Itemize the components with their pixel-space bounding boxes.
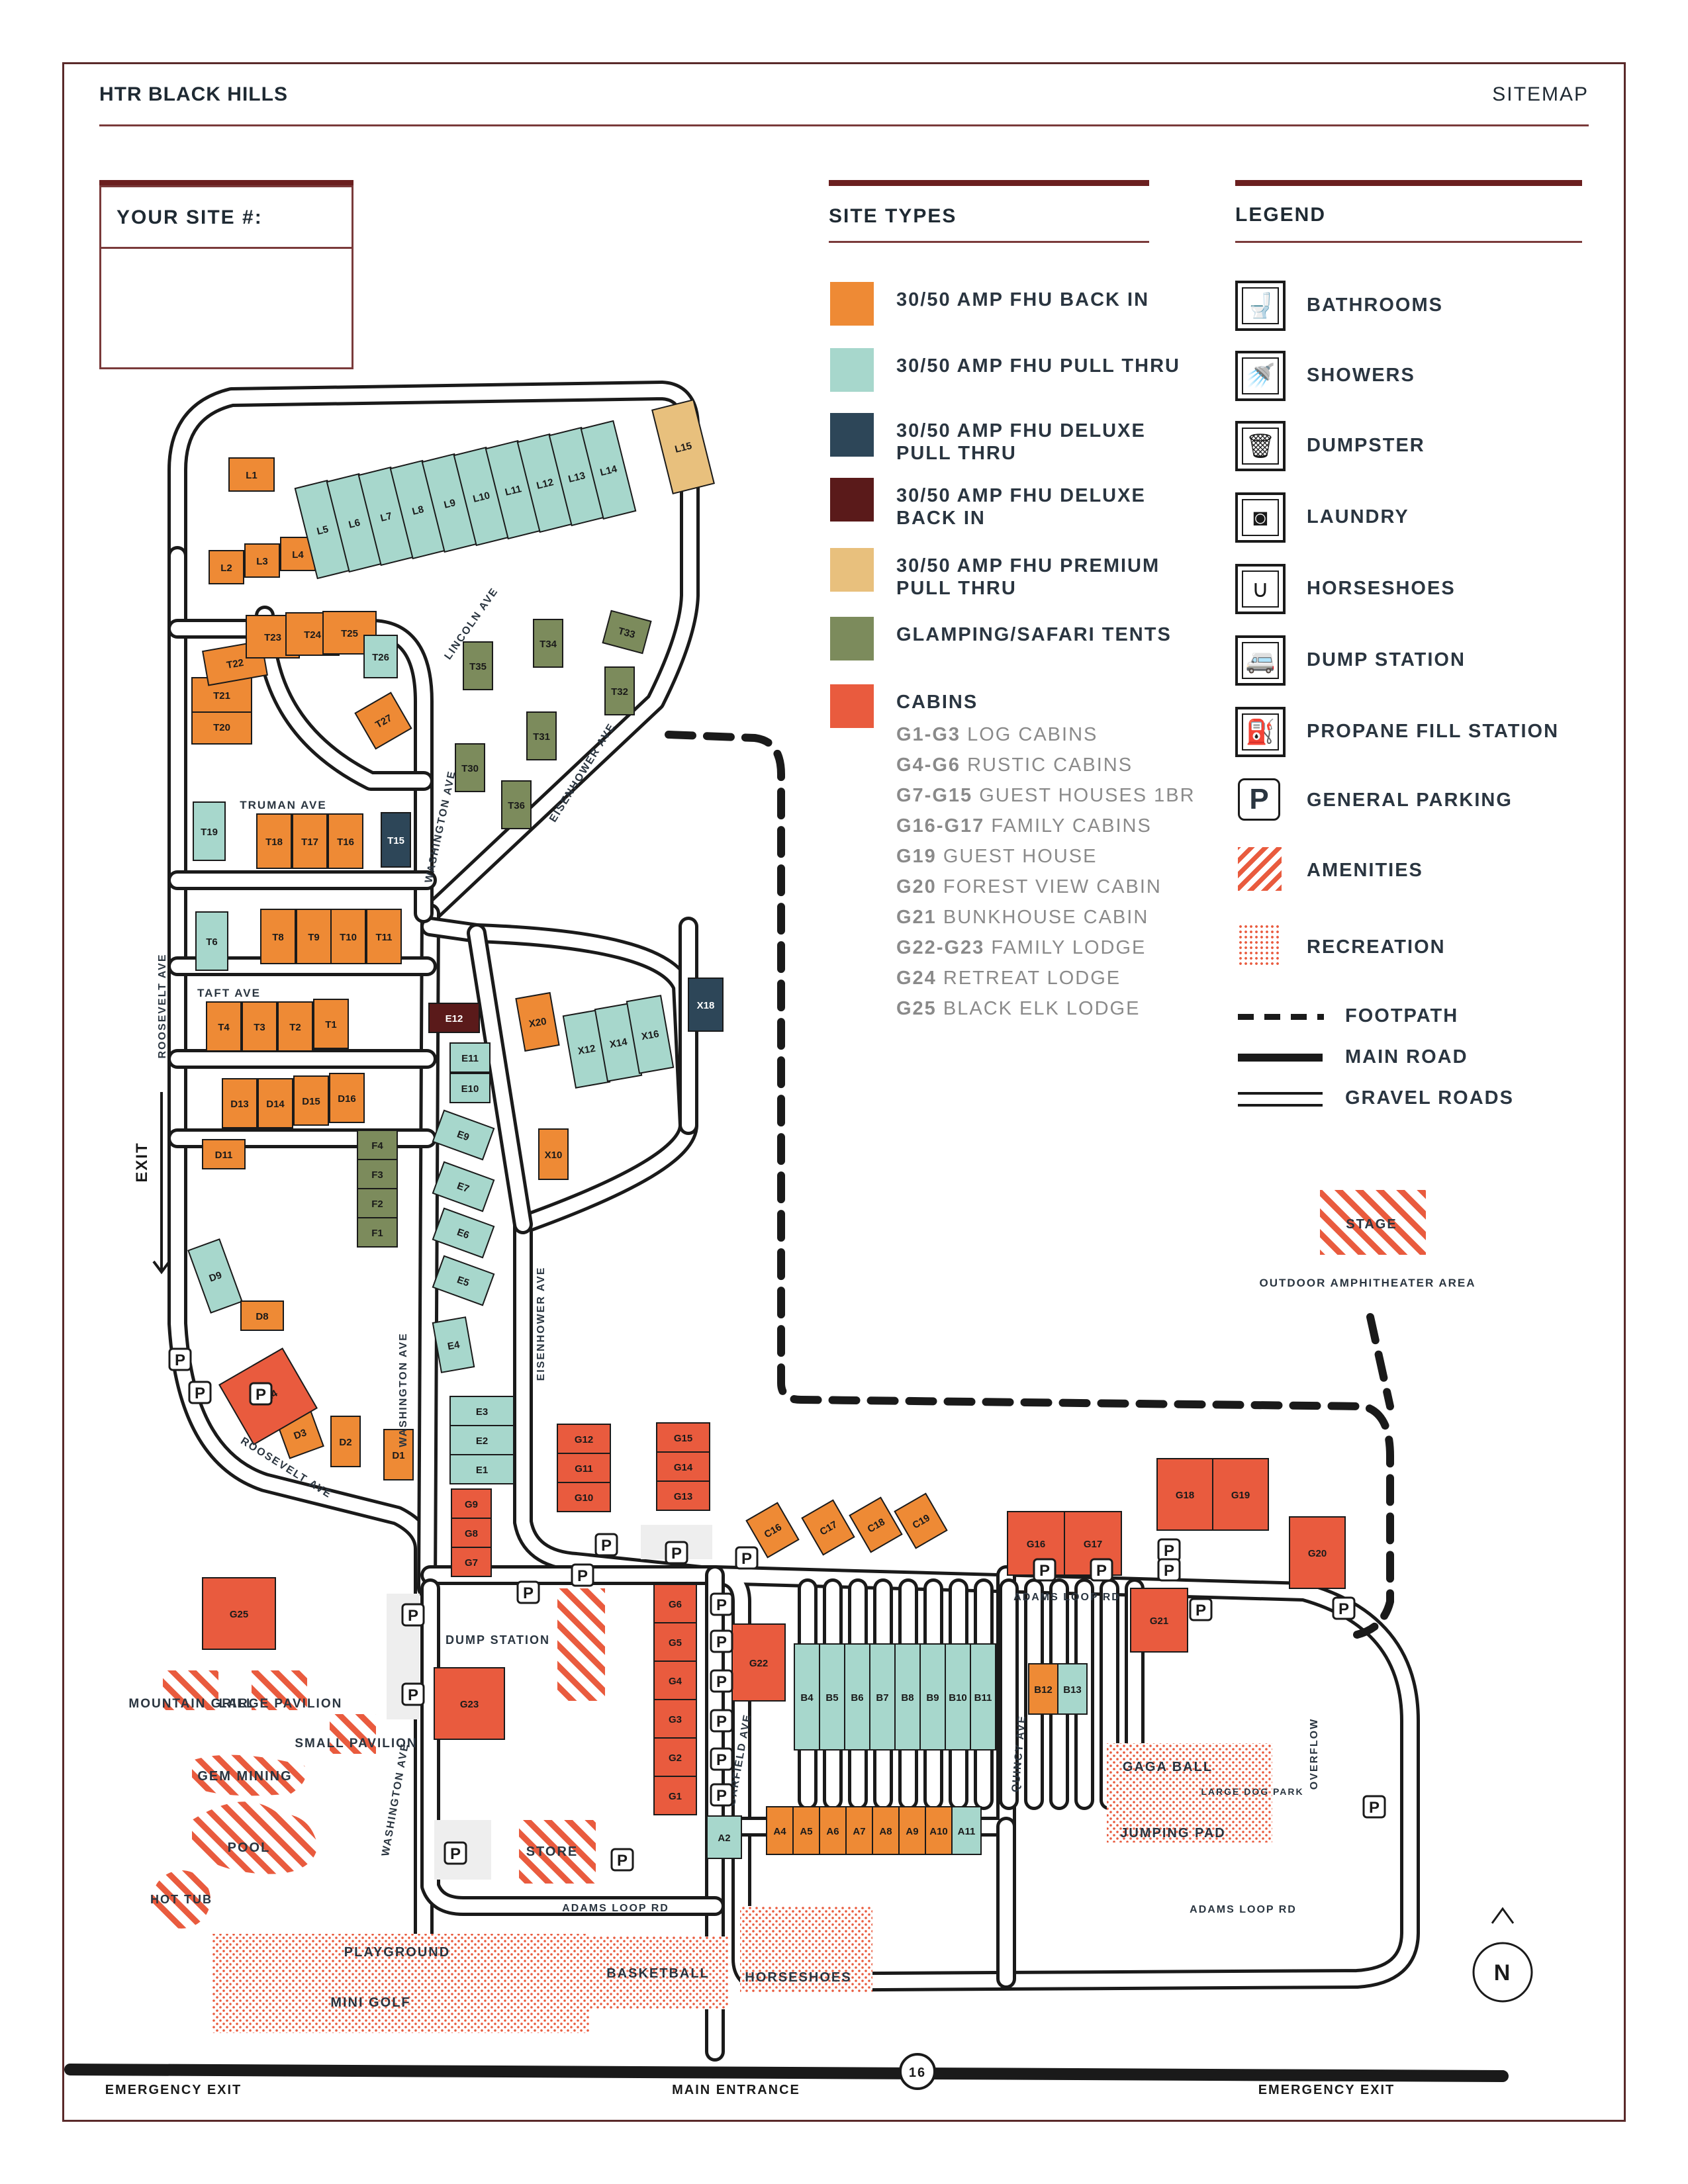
page-subtitle: SITEMAP [1492,83,1589,105]
site-type-label-6: GLAMPING/SAFARI TENTS [896,624,1172,645]
cabin-type-2: G4-G6 RUSTIC CABINS [896,754,1133,776]
cabin-type-6: G20 FOREST VIEW CABIN [896,876,1162,897]
page-frame [62,62,1626,2122]
header-rule [99,124,1589,126]
amenities-swatch [1238,847,1282,891]
main-road-line [1238,1054,1323,1062]
legend-label-10: RECREATION [1307,936,1446,958]
site-type-label-5: 30/50 AMP FHU PREMIUM PULL THRU [896,555,1160,599]
legend-label-9: AMENITIES [1307,860,1423,881]
cabin-type-1: G1-G3 LOG CABINS [896,724,1098,745]
toilet-icon: 🚽 [1235,281,1286,331]
site-types-topbar [829,180,1149,186]
laundry-icon: ◙ [1235,492,1286,543]
legend-label-8: GENERAL PARKING [1307,790,1513,811]
your-site-box [99,185,353,369]
site-type-label-3: 30/50 AMP FHU DELUXE PULL THRU [896,420,1146,464]
site-box-divider [101,247,352,249]
legend-topbar [1235,180,1582,186]
footpath-line [1238,1014,1324,1020]
legend-title: LEGEND [1235,204,1327,226]
park-title: HTR BLACK HILLS [99,83,288,105]
cabin-type-10: G25 BLACK ELK LODGE [896,998,1141,1019]
parking-icon: P [1238,778,1280,821]
cabin-type-4: G16-G17 FAMILY CABINS [896,815,1152,837]
legend-label-1: BATHROOMS [1307,295,1443,316]
site-type-label-7: CABINS [896,692,978,713]
site-type-label-2: 30/50 AMP FHU PULL THRU [896,355,1180,377]
legend-label-4: LAUNDRY [1307,506,1409,527]
rv-icon: 🚐 [1235,635,1286,686]
legend-label-5: HORSESHOES [1307,578,1456,599]
swatch-6 [830,617,874,660]
swatch-2 [830,348,874,392]
trash-icon: 🗑 [1235,421,1286,471]
legend-label-12: MAIN ROAD [1345,1046,1468,1068]
cabin-type-8: G22-G23 FAMILY LODGE [896,937,1147,958]
legend-label-2: SHOWERS [1307,365,1415,386]
cabin-type-9: G24 RETREAT LODGE [896,968,1121,989]
swatch-7 [830,684,874,728]
propane-icon: ⛽ [1235,707,1286,757]
horseshoe-icon: ∪ [1235,564,1286,614]
legend-label-11: FOOTPATH [1345,1005,1459,1026]
recreation-swatch [1238,924,1282,968]
legend-label-13: GRAVEL ROADS [1345,1087,1514,1109]
swatch-5 [830,548,874,592]
legend-label-6: DUMP STATION [1307,649,1466,670]
site-type-label-1: 30/50 AMP FHU BACK IN [896,289,1150,310]
swatch-3 [830,413,874,457]
site-box-topbar [99,180,353,186]
cabin-type-5: G19 GUEST HOUSE [896,846,1098,867]
your-site-label: YOUR SITE #: [117,206,263,228]
swatch-4 [830,478,874,522]
site-type-label-4: 30/50 AMP FHU DELUXE BACK IN [896,485,1146,529]
site-types-title: SITE TYPES [829,205,957,227]
gravel-road-line [1238,1092,1323,1107]
legend-label-3: DUMPSTER [1307,435,1425,456]
site-types-rule [829,241,1149,243]
legend-label-7: PROPANE FILL STATION [1307,721,1560,742]
swatch-1 [830,282,874,326]
shower-icon: 🚿 [1235,351,1286,401]
cabin-type-3: G7-G15 GUEST HOUSES 1BR [896,785,1196,806]
legend-rule [1235,241,1582,243]
cabin-type-7: G21 BUNKHOUSE CABIN [896,907,1149,928]
